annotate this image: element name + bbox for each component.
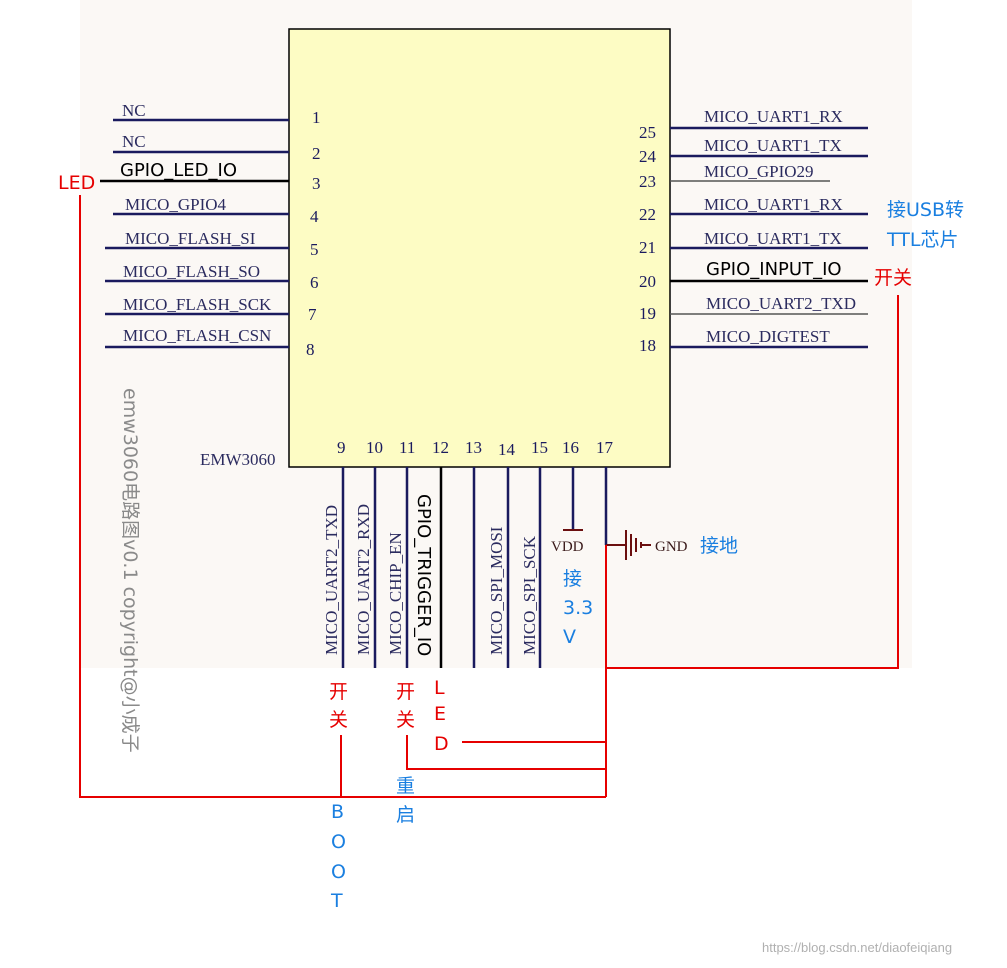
gnd-symbol: GND <box>606 530 688 560</box>
reset-line-2: 启 <box>396 804 415 826</box>
boot-line-3: O <box>331 861 346 883</box>
switch-right-annotation: 开关 <box>874 267 912 289</box>
pin-number-1: 1 <box>312 108 321 127</box>
reset-line-1: 重 <box>396 775 415 797</box>
switch-boot-annotation: 开 关 <box>329 681 348 731</box>
boot-annotation: B O O T <box>330 801 346 912</box>
pin-number-10: 10 <box>366 438 383 457</box>
pin-label-8: MICO_FLASH_CSN <box>123 326 271 345</box>
pin-number-16: 16 <box>562 438 579 457</box>
bottom-pins: 9 10 11 12 13 14 15 16 17 MICO_UART2_TXD… <box>322 438 614 668</box>
pin-number-21: 21 <box>639 238 656 257</box>
pin-label-7: MICO_FLASH_SCK <box>123 295 272 314</box>
switch-reset-line-2: 关 <box>396 709 415 731</box>
vdd-label: VDD <box>551 539 584 555</box>
pin-label-9: MICO_UART2_TXD <box>322 505 341 655</box>
pin-label-12: GPIO_TRIGGER_IO <box>413 494 434 656</box>
pin-label-19: MICO_UART2_TXD <box>706 294 856 313</box>
pin-label-18: MICO_DIGTEST <box>706 327 830 346</box>
pin-number-4: 4 <box>310 207 319 226</box>
v33-annotation: 接 3.3 V <box>563 568 593 648</box>
usb-annotation-line2: TTL芯片 <box>886 229 958 251</box>
switch-reset-annotation: 开 关 <box>396 681 415 731</box>
pin-number-23: 23 <box>639 172 656 191</box>
v33-line-3: V <box>563 626 576 648</box>
boot-line-4: T <box>330 890 343 912</box>
left-pins: NC NC GPIO_LED_IO MICO_GPIO4 MICO_FLASH_… <box>100 101 321 359</box>
pin-number-3: 3 <box>312 174 321 193</box>
pin-number-24: 24 <box>639 147 657 166</box>
vdd-symbol: VDD <box>551 529 584 555</box>
pin-number-11: 11 <box>399 438 415 457</box>
pin-label-2: NC <box>122 132 146 151</box>
pin-number-12: 12 <box>432 438 449 457</box>
pin-number-15: 15 <box>531 438 548 457</box>
led-bottom-line-2: E <box>434 703 446 725</box>
pin-label-1: NC <box>122 101 146 120</box>
pin-number-19: 19 <box>639 304 656 323</box>
pin-number-6: 6 <box>310 273 319 292</box>
pin-label-23: MICO_GPIO29 <box>704 162 814 181</box>
pin-number-25: 25 <box>639 123 656 142</box>
v33-line-1: 接 <box>563 568 582 590</box>
pin-label-24: MICO_UART1_TX <box>704 136 842 155</box>
pin-number-9: 9 <box>337 438 346 457</box>
red-wiring <box>79 195 899 798</box>
pin-label-21: MICO_UART1_TX <box>704 229 842 248</box>
boot-line-2: O <box>331 831 346 853</box>
usb-annotation-line1: 接USB转 <box>887 199 964 221</box>
chip-body <box>288 28 671 468</box>
ground-annotation: 接地 <box>700 535 738 557</box>
pin-label-6: MICO_FLASH_SO <box>123 262 260 281</box>
pin-number-18: 18 <box>639 336 656 355</box>
switch-boot-line-1: 开 <box>329 681 348 703</box>
pin-number-5: 5 <box>310 240 319 259</box>
pin-label-3: GPIO_LED_IO <box>120 160 237 181</box>
switch-reset-line-1: 开 <box>396 681 415 703</box>
watermark-text: https://blog.csdn.net/diaofeiqiang <box>762 940 952 955</box>
boot-line-1: B <box>331 801 344 823</box>
pin-number-20: 20 <box>639 272 656 291</box>
copyright-text: emw3060电路图v0.1 copyright@小成子 <box>119 388 141 753</box>
led-bottom-annotation: L E D <box>434 677 449 755</box>
pin-number-7: 7 <box>308 305 317 324</box>
pin-label-22: MICO_UART1_RX <box>704 195 843 214</box>
v33-line-2: 3.3 <box>563 597 593 619</box>
pin-label-5: MICO_FLASH_SI <box>125 229 256 248</box>
led-left-annotation: LED <box>58 172 95 194</box>
pin-number-22: 22 <box>639 205 656 224</box>
led-bottom-line-1: L <box>434 677 445 699</box>
pin-label-25: MICO_UART1_RX <box>704 107 843 126</box>
pin-label-15: MICO_SPI_SCK <box>520 535 539 655</box>
switch-boot-line-2: 关 <box>329 709 348 731</box>
reset-annotation: 重 启 <box>396 775 415 826</box>
pin-number-8: 8 <box>306 340 315 359</box>
pin-label-10: MICO_UART2_RXD <box>354 504 373 655</box>
gnd-label: GND <box>655 539 688 555</box>
led-bottom-line-3: D <box>434 733 449 755</box>
pin-number-13: 13 <box>465 438 482 457</box>
pin-number-2: 2 <box>312 144 321 163</box>
pin-label-4: MICO_GPIO4 <box>125 195 227 214</box>
pin-label-11: MICO_CHIP_EN <box>386 532 405 655</box>
pin-label-14: MICO_SPI_MOSI <box>487 526 506 655</box>
chip-name: EMW3060 <box>200 450 276 469</box>
pin-number-14: 14 <box>498 440 516 459</box>
right-pins: MICO_UART1_RX MICO_UART1_TX MICO_GPIO29 … <box>639 107 868 355</box>
pin-label-20: GPIO_INPUT_IO <box>706 259 842 280</box>
pin-number-17: 17 <box>596 438 614 457</box>
